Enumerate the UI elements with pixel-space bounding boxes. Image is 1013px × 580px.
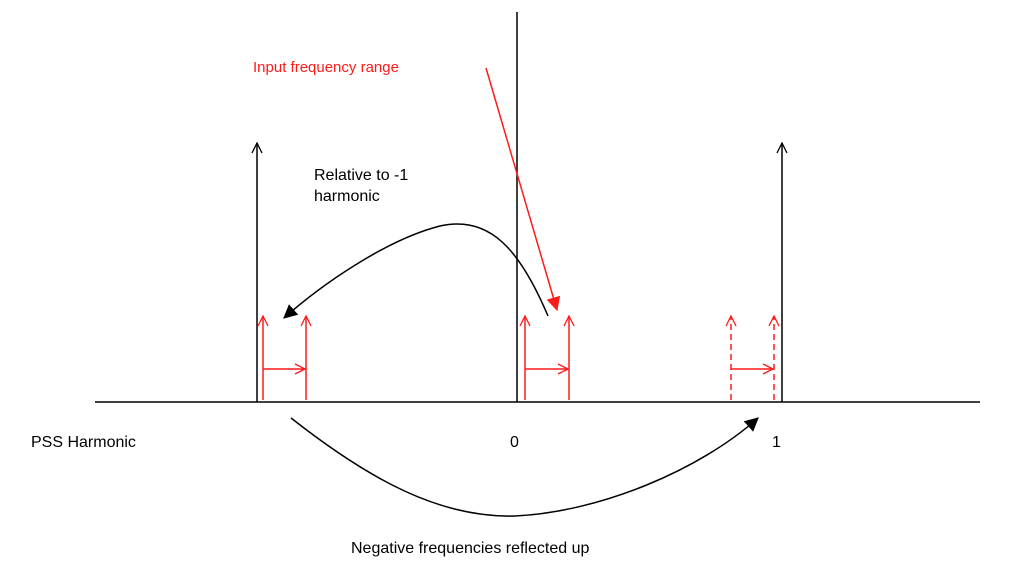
relative-curve-arrow (283, 223, 549, 319)
relative-harmonic-line1: Relative to -1 (314, 167, 409, 184)
input-frequency-range-label: Input frequency range (253, 59, 399, 76)
pss-harmonic-label: PSS Harmonic (31, 434, 136, 451)
harmonic-one-label: 1 (772, 434, 781, 451)
relative-harmonic-line2: harmonic (314, 188, 380, 205)
band-zero (525, 316, 569, 400)
negative-frequencies-label: Negative frequencies reflected up (351, 540, 590, 557)
band-reflected (731, 316, 774, 400)
relative-harmonic-label: Relative to -1 harmonic (314, 165, 408, 207)
input-range-pointer (485, 67, 561, 312)
harmonic-zero-label: 0 (510, 434, 519, 451)
band-minus1 (263, 316, 306, 400)
reflection-curve-arrow (290, 417, 759, 517)
